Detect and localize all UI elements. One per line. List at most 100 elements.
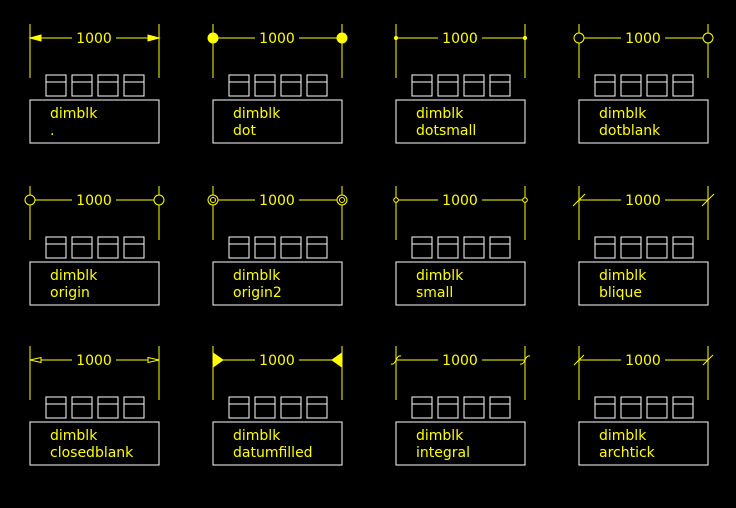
frame-box: [71, 74, 93, 97]
arrowhead-right: [702, 32, 714, 44]
label-line2: integral: [416, 445, 470, 461]
arrowhead-left: [573, 354, 585, 366]
frame-box: [306, 396, 328, 419]
label-box: [395, 99, 526, 144]
frame-box: [280, 396, 302, 419]
dimension-text: 1000: [259, 193, 295, 209]
label-box: [395, 261, 526, 306]
frame-box: [254, 396, 276, 419]
label-line1: dimblk: [416, 268, 464, 284]
frame-box: [123, 236, 145, 259]
arrowhead-right: [519, 355, 531, 365]
frame-box: [228, 236, 250, 259]
arrowhead-right: [147, 34, 161, 42]
label-line2: blique: [599, 285, 642, 301]
label-line1: dimblk: [416, 106, 464, 122]
dimension-text: 1000: [259, 31, 295, 47]
frame-box: [45, 236, 67, 259]
frame-box: [437, 236, 459, 259]
label-box: [29, 99, 160, 144]
arrowhead-left: [393, 35, 399, 41]
frame-box: [463, 396, 485, 419]
frame-box: [672, 74, 694, 97]
frame-box: [280, 236, 302, 259]
frame-box: [594, 236, 616, 259]
frame-box: [254, 74, 276, 97]
arrowhead-right: [331, 352, 343, 368]
label-line2: dot: [233, 123, 256, 139]
frame-box: [71, 236, 93, 259]
frame-box: [280, 74, 302, 97]
arrowhead-left: [573, 32, 585, 44]
label-line1: dimblk: [233, 106, 281, 122]
frame-box: [306, 236, 328, 259]
dimension-text: 1000: [76, 193, 112, 209]
label-box: [578, 421, 709, 466]
arrowhead-left: [393, 197, 399, 203]
frame-box: [254, 236, 276, 259]
label-line1: dimblk: [599, 268, 647, 284]
arrowhead-right: [522, 35, 528, 41]
frame-box: [97, 396, 119, 419]
label-line1: dimblk: [50, 106, 98, 122]
dimension-text: 1000: [442, 193, 478, 209]
frame-box: [620, 74, 642, 97]
label-line2: .: [50, 123, 54, 139]
frame-box: [411, 236, 433, 259]
frame-box: [672, 396, 694, 419]
label-line1: dimblk: [50, 268, 98, 284]
label-line2: small: [416, 285, 453, 301]
frame-box: [45, 396, 67, 419]
arrowhead-right-inner: [339, 197, 345, 203]
label-line1: dimblk: [50, 428, 98, 444]
frame-box: [228, 74, 250, 97]
label-line2: dotsmall: [416, 123, 476, 139]
arrowhead-left: [28, 34, 42, 42]
dimension-text: 1000: [442, 353, 478, 369]
label-line1: dimblk: [599, 428, 647, 444]
label-line2: dotblank: [599, 123, 661, 139]
label-line1: dimblk: [599, 106, 647, 122]
frame-box: [646, 236, 668, 259]
arrowhead-right: [701, 193, 715, 207]
frame-box: [45, 74, 67, 97]
frame-box: [489, 236, 511, 259]
dimension-text: 1000: [442, 31, 478, 47]
label-line2: closedblank: [50, 445, 134, 461]
label-box: [212, 421, 343, 466]
arrowhead-right: [702, 354, 714, 366]
frame-box: [620, 396, 642, 419]
label-box: [29, 421, 160, 466]
dimension-text: 1000: [625, 193, 661, 209]
label-line1: dimblk: [233, 268, 281, 284]
arrowhead-left: [207, 32, 219, 44]
dimension-text: 1000: [625, 31, 661, 47]
label-box: [212, 261, 343, 306]
arrowhead-left: [572, 193, 586, 207]
dimension-text: 1000: [259, 353, 295, 369]
arrowhead-right: [147, 356, 160, 364]
frame-box: [437, 74, 459, 97]
arrowhead-right: [153, 194, 165, 206]
label-line2: origin2: [233, 285, 282, 301]
dimension-text: 1000: [76, 31, 112, 47]
label-box: [212, 99, 343, 144]
arrowhead-left: [29, 356, 42, 364]
frame-box: [306, 74, 328, 97]
frame-box: [463, 74, 485, 97]
frame-box: [489, 396, 511, 419]
label-line2: archtick: [599, 445, 656, 461]
frame-box: [228, 396, 250, 419]
frame-box: [123, 396, 145, 419]
frame-box: [411, 74, 433, 97]
frame-box: [123, 74, 145, 97]
